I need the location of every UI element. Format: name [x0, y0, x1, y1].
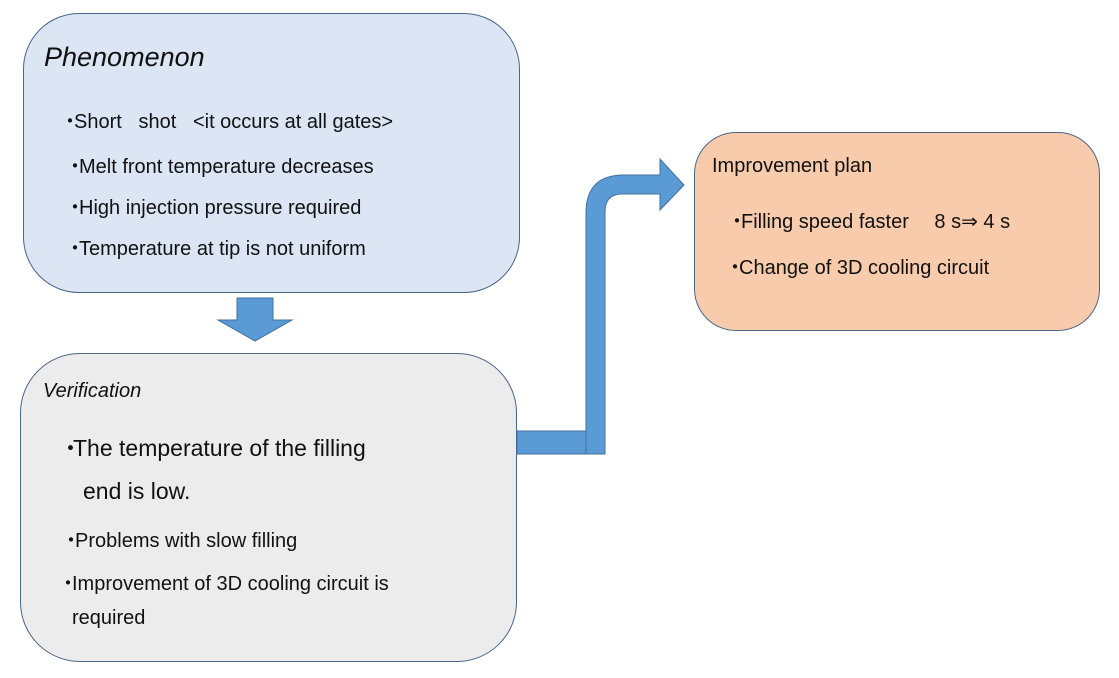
verification-item-text: Improvement of 3D cooling circuit is	[72, 573, 389, 595]
verification-item: ・ Improvement of 3D cooling circuit is	[58, 567, 389, 596]
bullet-icon: ・	[65, 197, 85, 219]
phenomenon-box: Phenomenon ・ Short shot <it occurs at al…	[23, 13, 520, 293]
phenomenon-item: ・ Short shot <it occurs at all gates>	[60, 105, 393, 134]
phenomenon-item-text: Melt front temperature decreases	[79, 156, 374, 178]
verification-item-text: Problems with slow filling	[75, 530, 298, 552]
bullet-icon: ・	[61, 530, 81, 552]
bullet-icon: ・	[60, 111, 80, 133]
verification-item-continuation: required	[72, 607, 145, 630]
verification-item: ・ Problems with slow filling	[61, 524, 297, 553]
verification-box: Verification ・ The temperature of the fi…	[20, 353, 517, 662]
verification-item-text: The temperature of the filling	[73, 435, 366, 461]
phenomenon-item: ・ High injection pressure required	[65, 191, 361, 220]
verification-item-text: end is low.	[83, 478, 191, 504]
bullet-icon: ・	[58, 573, 78, 595]
improvement-item-text: Filling speed faster 8 s⇒ 4 s	[741, 211, 1011, 233]
improvement-item-text: Change of 3D cooling circuit	[739, 257, 990, 279]
phenomenon-item: ・ Melt front temperature decreases	[65, 150, 374, 179]
bent-arrow-icon	[516, 157, 685, 455]
bullet-icon: ・	[65, 156, 85, 178]
verification-item-continuation: end is low.	[83, 478, 190, 505]
bullet-icon: ・	[725, 257, 745, 279]
phenomenon-item-text: High injection pressure required	[79, 197, 362, 219]
improvement-plan-box: Improvement plan ・ Filling speed faster …	[694, 132, 1100, 331]
down-arrow-icon	[216, 297, 294, 342]
phenomenon-item: ・ Temperature at tip is not uniform	[65, 232, 366, 261]
bullet-icon: ・	[65, 238, 85, 260]
verification-item: ・ The temperature of the filling	[59, 429, 366, 463]
phenomenon-title: Phenomenon	[44, 42, 205, 72]
bullet-icon: ・	[59, 435, 82, 461]
improvement-title: Improvement plan	[712, 155, 873, 177]
improvement-item: ・ Filling speed faster 8 s⇒ 4 s	[727, 205, 1010, 234]
verification-title: Verification	[43, 380, 142, 402]
improvement-item: ・ Change of 3D cooling circuit	[725, 251, 989, 280]
phenomenon-item-text: Temperature at tip is not uniform	[79, 238, 366, 260]
verification-item-text: required	[72, 607, 146, 629]
phenomenon-item-text: Short shot <it occurs at all gates>	[74, 111, 394, 133]
bullet-icon: ・	[727, 211, 747, 233]
